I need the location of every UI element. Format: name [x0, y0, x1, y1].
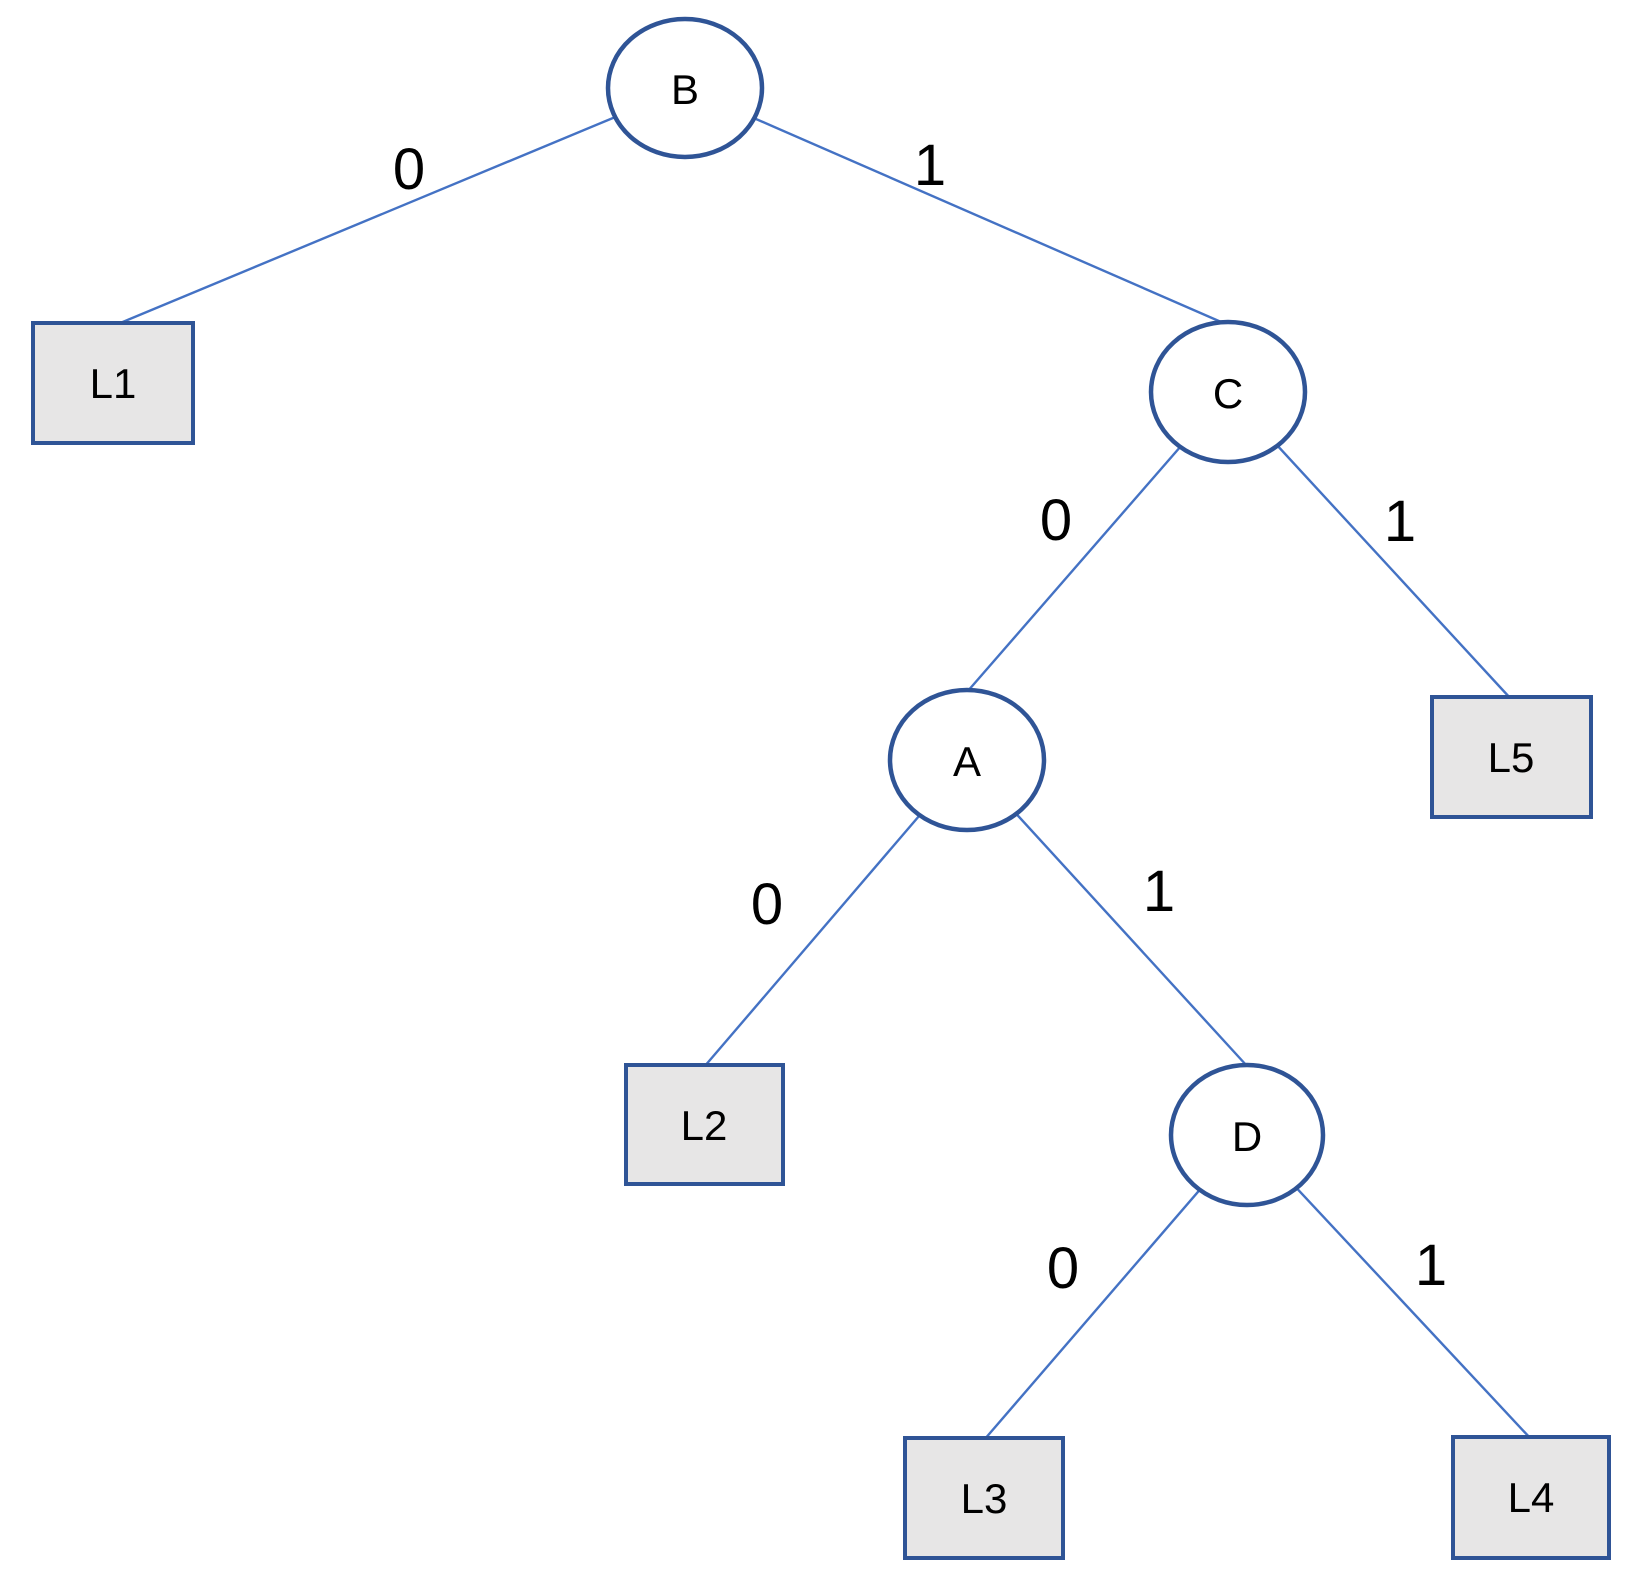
- leaf-l1-box: [31, 321, 195, 445]
- edge-a-l2-label: 0: [751, 872, 783, 937]
- edge-d-l3-label: 0: [1047, 1236, 1079, 1301]
- leaf-l1: L1: [31, 321, 195, 445]
- leaf-l2-label: L2: [681, 1102, 728, 1149]
- edge-a-d-label: 1: [1143, 859, 1175, 924]
- node-b-label: B: [671, 66, 699, 113]
- edge-b-c: [684, 86, 1229, 327]
- edge-d-l4-label: 1: [1415, 1233, 1447, 1298]
- node-a-circle: [887, 687, 1047, 833]
- node-c-circle: [1148, 319, 1308, 465]
- edge-b-l1: [112, 86, 686, 328]
- leaf-l1-label: L1: [90, 360, 137, 407]
- node-a: A: [887, 687, 1047, 833]
- node-b-circle: [605, 16, 765, 160]
- node-d: D: [1168, 1062, 1326, 1208]
- leaf-l5-box: [1430, 695, 1593, 819]
- edge-b-c-label: 1: [914, 133, 946, 198]
- leaf-l4: L4: [1451, 1435, 1611, 1560]
- edge-group: [112, 86, 1532, 1441]
- leaf-l2: L2: [624, 1063, 785, 1186]
- leaf-l4-label: L4: [1508, 1474, 1555, 1521]
- edge-b-l1-label: 0: [393, 137, 425, 202]
- leaf-l5: L5: [1430, 695, 1593, 819]
- edge-label-group: 0 1 0 1 0 1 0 1: [393, 133, 1447, 1301]
- leaf-l3: L3: [903, 1436, 1065, 1560]
- node-d-circle: [1168, 1062, 1326, 1208]
- leaf-l4-box: [1451, 1435, 1611, 1560]
- leaf-l3-box: [903, 1436, 1065, 1560]
- leaf-l2-box: [624, 1063, 785, 1186]
- edge-c-a-label: 0: [1040, 488, 1072, 553]
- leaf-l3-label: L3: [961, 1475, 1008, 1522]
- node-a-label: A: [953, 738, 981, 785]
- node-b: B: [605, 16, 765, 160]
- edge-c-l5-label: 1: [1384, 489, 1416, 554]
- node-c: C: [1148, 319, 1308, 465]
- node-d-label: D: [1232, 1113, 1262, 1160]
- node-c-label: C: [1213, 370, 1243, 417]
- leaf-l5-label: L5: [1488, 734, 1535, 781]
